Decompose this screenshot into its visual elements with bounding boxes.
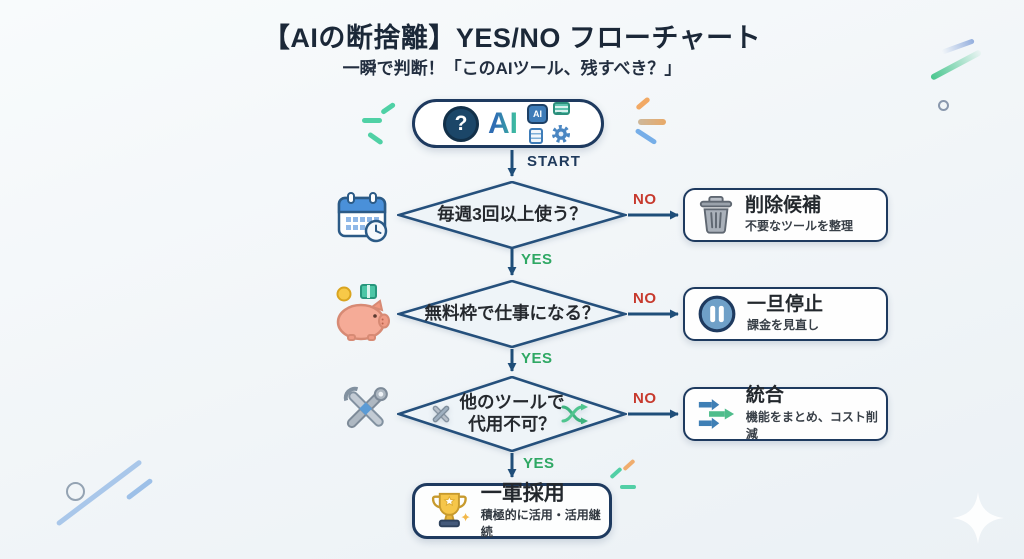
no-label-3: NO <box>633 390 657 407</box>
decision-3-question: 他のツールで 代用不可？ <box>397 376 627 452</box>
four-point-star <box>952 492 1004 544</box>
final-adopt-box: 一軍採用 積極的に活用・活用継続 <box>412 481 612 540</box>
calendar-clock-icon <box>337 192 388 243</box>
decision-3-line1: 他のツールで <box>459 392 565 413</box>
decision-1: 毎週3回以上使う？ <box>397 181 627 249</box>
outcome-delete: 削除候補 不要なツールを整理 <box>683 188 888 242</box>
decision-3-line2: 代用不可？ <box>468 414 556 434</box>
final-subtitle: 積極的に活用・活用継続 <box>480 508 601 540</box>
outcome-delete-subtitle: 不要なツールを整理 <box>745 219 854 234</box>
trophy-icon <box>431 492 470 528</box>
outcome-pause-subtitle: 課金を見直し <box>747 318 820 333</box>
yes-label-2: YES <box>521 350 553 367</box>
page-title: 【AIの断捨離】YES/NO フローチャート <box>262 23 762 53</box>
outcome-merge-title: 統合 <box>745 385 784 407</box>
ai-chip-icon: AI <box>527 103 548 124</box>
outcome-merge-subtitle: 機能をまとめ、コスト削減 <box>745 409 878 441</box>
outcome-pause-title: 一旦停止 <box>747 293 824 315</box>
sparkle-burst-left <box>362 118 382 123</box>
decision-3: 他のツールで 代用不可？ <box>397 376 627 452</box>
piggy-bank-icon <box>336 284 390 341</box>
yes-label-3: YES <box>523 455 555 472</box>
pause-icon <box>698 295 736 333</box>
outcome-delete-title: 削除候補 <box>745 194 822 216</box>
page-subtitle: 一瞬で判断！「このAIツール、残すべき？」 <box>342 59 682 78</box>
yes-label-1: YES <box>521 251 553 268</box>
merge-arrows-icon <box>698 399 735 429</box>
start-label: START <box>527 153 581 170</box>
question-circle-icon: ? <box>443 105 479 142</box>
trash-icon <box>699 196 733 234</box>
circle-outline-topright <box>938 100 949 111</box>
decision-2-question: 無料枠で仕事になる？ <box>424 303 600 324</box>
ai-tools-cluster-icon: AI <box>527 101 573 146</box>
gear-icon <box>551 124 571 143</box>
chat-bubble-icon <box>553 101 570 115</box>
circle-outline-bottomleft <box>66 482 85 501</box>
tools-icon <box>343 386 388 429</box>
document-icon <box>529 127 543 144</box>
ai-logo-text: AI <box>488 106 518 140</box>
sparkle-burst-right <box>638 119 666 125</box>
decision-1-question: 毎週3回以上使う？ <box>437 204 587 225</box>
outcome-merge: 統合 機能をまとめ、コスト削減 <box>683 385 888 441</box>
decision-2: 無料枠で仕事になる？ <box>397 280 627 348</box>
shuffle-arrows-icon <box>561 404 588 424</box>
outcome-pause: 一旦停止 課金を見直し <box>683 287 888 341</box>
final-title: 一軍採用 <box>480 481 565 505</box>
sparkle-burst-final <box>620 485 636 489</box>
start-node: ? AI AI <box>412 99 604 148</box>
mini-wrench-icon <box>432 405 450 423</box>
no-label-2: NO <box>633 290 657 307</box>
no-label-1: NO <box>633 191 657 208</box>
